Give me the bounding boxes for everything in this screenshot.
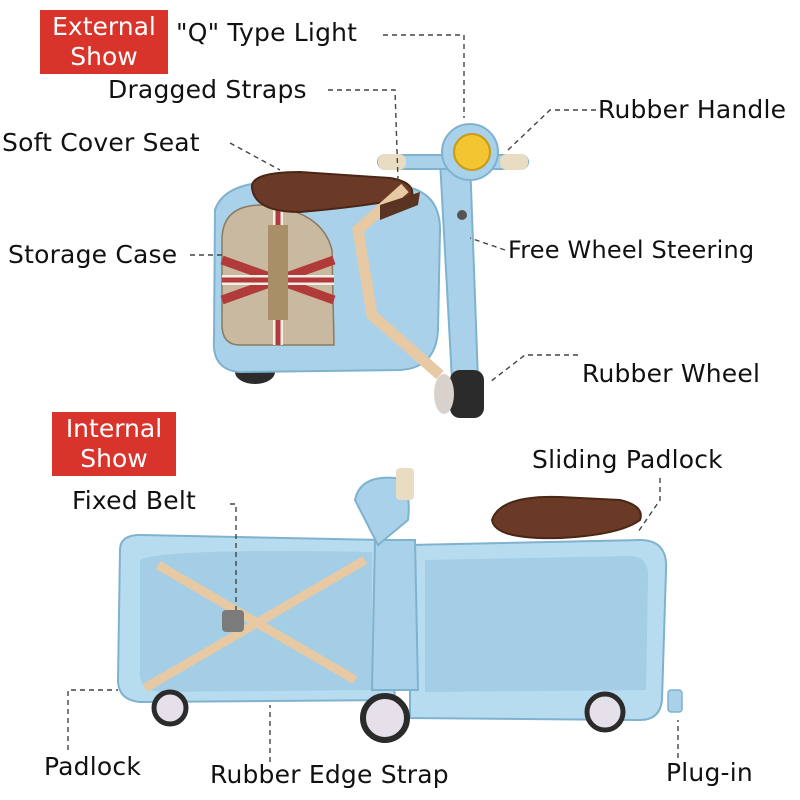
label-rubber-wheel: Rubber Wheel (582, 359, 761, 388)
rear-wheel-right (584, 691, 626, 733)
label-storage-case: Storage Case (8, 240, 178, 269)
label-plug-in: Plug-in (666, 758, 753, 787)
right-shell-inner (425, 556, 649, 692)
external-show-badge: External Show (40, 10, 168, 74)
fixed-belt (142, 556, 368, 692)
internal-badge-line2: Show (80, 444, 148, 473)
label-soft-cover-seat: Soft Cover Seat (2, 128, 200, 157)
handle-grip (396, 468, 414, 500)
rear-wheel-left (151, 689, 189, 727)
clock-tower (268, 225, 288, 320)
rubber-wheel (450, 370, 484, 418)
label-rubber-handle: Rubber Handle (598, 95, 787, 124)
external-badge-line2: Show (70, 42, 138, 71)
steering-screw (457, 210, 467, 220)
external-badge-line1: External (52, 12, 156, 41)
strap-buckle (380, 192, 420, 220)
seat-internal (490, 495, 642, 540)
folded-handle (353, 476, 410, 547)
wheel-hub (434, 374, 454, 414)
plug-in-tab (667, 689, 683, 713)
steering-column (438, 159, 480, 381)
label-q-type-light: "Q" Type Light (176, 18, 358, 47)
front-wheel-internal (360, 693, 410, 743)
external-suitcase (212, 123, 529, 418)
label-padlock: Padlock (44, 752, 142, 781)
rubber-handle-left (378, 154, 406, 170)
rubber-handle-right (500, 154, 528, 170)
label-dragged-straps: Dragged Straps (108, 75, 307, 104)
label-sliding-padlock: Sliding Padlock (532, 445, 723, 474)
q-type-light (453, 133, 491, 171)
internal-badge-line1: Internal (65, 414, 163, 443)
label-rubber-edge-strap: Rubber Edge Strap (210, 760, 449, 789)
belt-buckle (222, 610, 244, 632)
internal-suitcase (116, 468, 683, 743)
label-fixed-belt: Fixed Belt (72, 486, 197, 515)
internal-show-badge: Internal Show (52, 412, 176, 476)
center-column (370, 539, 420, 691)
label-free-wheel-steering: Free Wheel Steering (508, 236, 755, 264)
